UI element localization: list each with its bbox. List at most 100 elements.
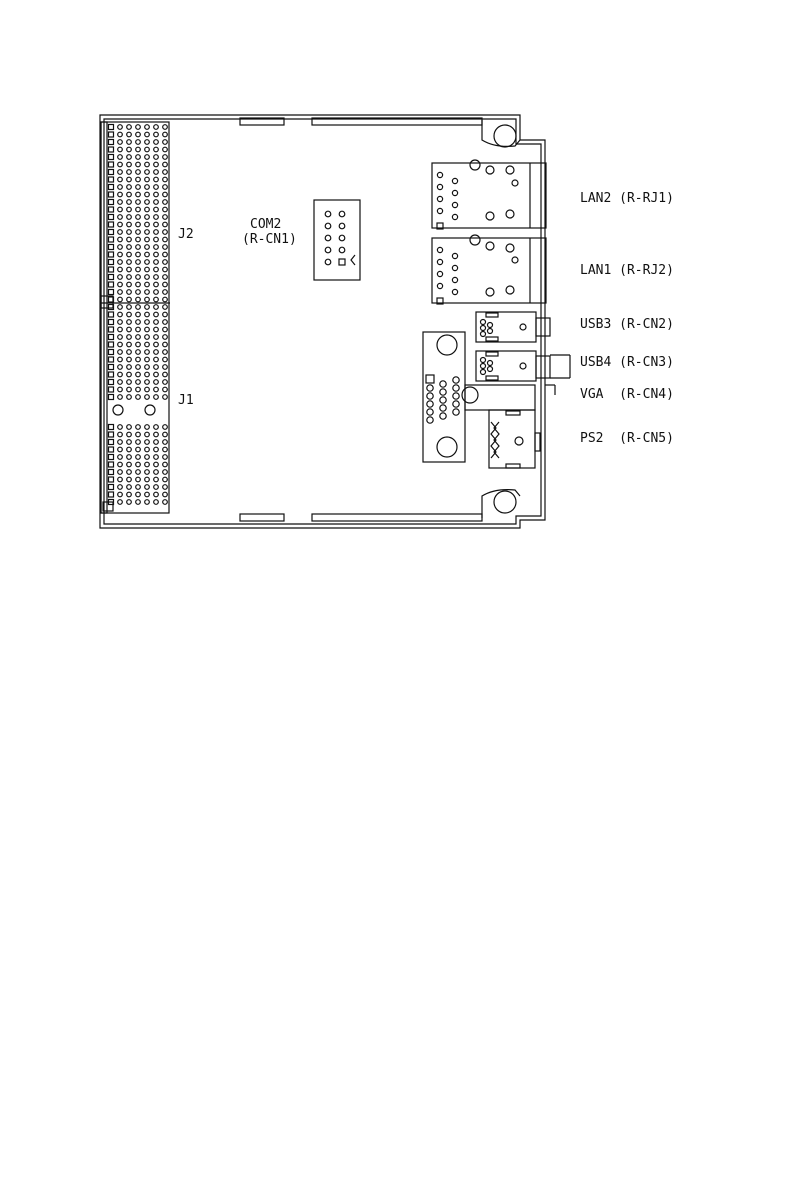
pin-round — [145, 192, 150, 197]
pin-round — [163, 245, 168, 250]
pin-round — [163, 125, 168, 130]
pin-round — [145, 357, 150, 362]
lan-pin — [437, 172, 442, 177]
com2-pin — [339, 211, 345, 217]
pin-round — [145, 432, 150, 437]
pin-round — [118, 290, 123, 295]
pin-round — [127, 320, 132, 325]
pin-round — [163, 215, 168, 220]
pin-round — [154, 470, 159, 475]
label-lan2: LAN2 (R-RJ1) — [580, 191, 674, 206]
com2-pin — [325, 211, 331, 217]
pin-round — [154, 170, 159, 175]
vga-pin — [440, 381, 446, 387]
pin-round — [145, 462, 150, 467]
pin-round — [154, 290, 159, 295]
pin-round — [145, 200, 150, 205]
pin-round — [136, 185, 141, 190]
pin-round — [163, 432, 168, 437]
pin-round — [136, 170, 141, 175]
pin-round — [163, 320, 168, 325]
pin-round — [136, 305, 141, 310]
mounting-hole-bottom — [482, 490, 520, 518]
pin-round — [145, 470, 150, 475]
pin-round — [118, 245, 123, 250]
pin-round — [163, 260, 168, 265]
pin-round — [163, 207, 168, 212]
pin-square — [109, 335, 114, 340]
pin-round — [154, 305, 159, 310]
pin-round — [136, 275, 141, 280]
pin-round — [154, 500, 159, 505]
pin-square — [109, 230, 114, 235]
pin-round — [118, 500, 123, 505]
pin-round — [145, 342, 150, 347]
pin-round — [163, 222, 168, 227]
pin-round — [163, 252, 168, 257]
vga-pin — [453, 401, 459, 407]
pin-round — [118, 380, 123, 385]
pin-round — [136, 485, 141, 490]
pin-round — [145, 297, 150, 302]
pin-round — [136, 447, 141, 452]
pin-round — [163, 282, 168, 287]
label-j1: J1 — [178, 393, 194, 408]
pin-round — [145, 185, 150, 190]
pin-round — [127, 447, 132, 452]
label-usb3: USB3 (R-CN2) — [580, 317, 674, 332]
pin-round — [118, 320, 123, 325]
pin-round — [145, 335, 150, 340]
vga-pin — [440, 413, 446, 419]
pin-round — [118, 462, 123, 467]
pin-round — [127, 290, 132, 295]
label-ps2: PS2 (R-CN5) — [580, 431, 674, 446]
pin-round — [154, 387, 159, 392]
lan-pin — [452, 190, 457, 195]
pin-round — [118, 147, 123, 152]
pin-round — [118, 185, 123, 190]
label-vga: VGA (R-CN4) — [580, 387, 674, 402]
pin-square — [109, 215, 114, 220]
lan-pin — [452, 214, 457, 219]
vga-pin — [453, 385, 459, 391]
pin-round — [127, 395, 132, 400]
label-com2-ref: (R-CN1) — [242, 232, 297, 247]
pin-square — [109, 357, 114, 362]
com2-pin — [325, 247, 331, 253]
pin-square — [109, 200, 114, 205]
pin-round — [127, 207, 132, 212]
pin-round — [136, 357, 141, 362]
pin-round — [154, 275, 159, 280]
pin-round — [163, 357, 168, 362]
pin-round — [145, 267, 150, 272]
pin-round — [163, 477, 168, 482]
pin-round — [145, 132, 150, 137]
pin-round — [127, 455, 132, 460]
pin-round — [154, 267, 159, 272]
pin-square — [109, 327, 114, 332]
pin-round — [163, 267, 168, 272]
pin-square — [109, 365, 114, 370]
label-com2-name: COM2 — [250, 217, 281, 232]
pin-round — [136, 372, 141, 377]
pin-round — [127, 350, 132, 355]
pin-round — [163, 462, 168, 467]
com2-pin-square — [339, 259, 345, 265]
pin-round — [145, 147, 150, 152]
pin-round — [127, 380, 132, 385]
pin-round — [118, 387, 123, 392]
pin-round — [127, 305, 132, 310]
pin-round — [154, 252, 159, 257]
pin-round — [118, 155, 123, 160]
pin-round — [145, 162, 150, 167]
pin-round — [118, 207, 123, 212]
pin-round — [136, 327, 141, 332]
pin-round — [127, 485, 132, 490]
pin-round — [163, 365, 168, 370]
pin-round — [154, 485, 159, 490]
pin-round — [118, 260, 123, 265]
pin-round — [136, 342, 141, 347]
pin-round — [136, 432, 141, 437]
pin-round — [154, 140, 159, 145]
pin-round — [154, 372, 159, 377]
